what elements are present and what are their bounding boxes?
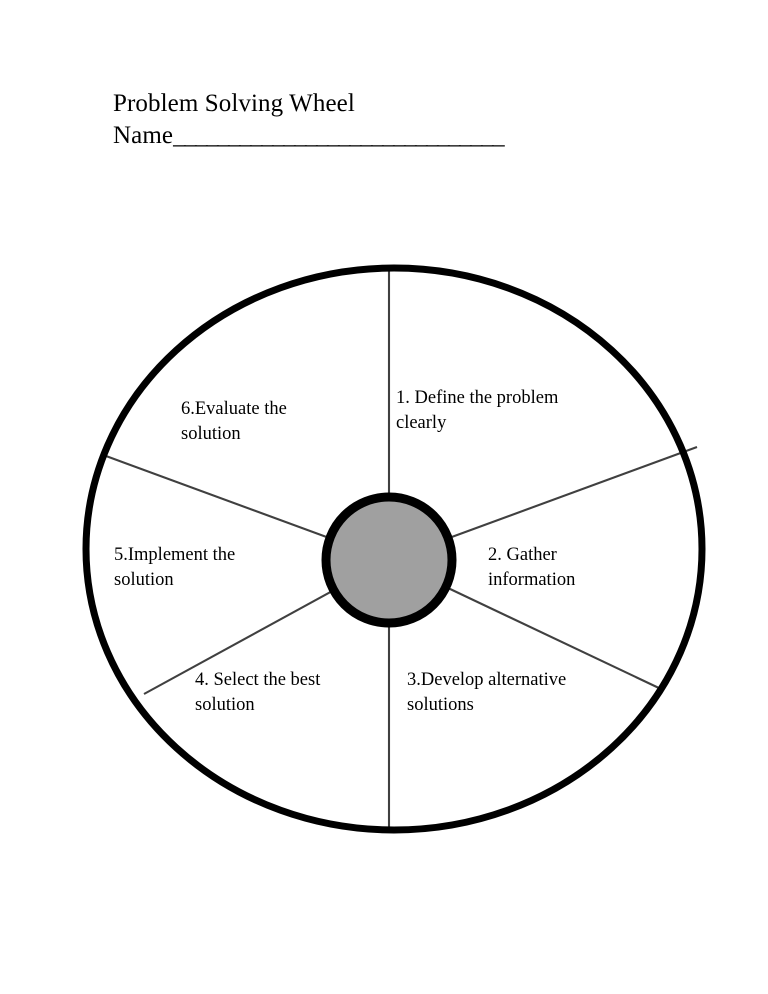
page-heading: Problem Solving Wheel Name______________… bbox=[113, 88, 673, 152]
name-field-line: Name______________________________ bbox=[113, 120, 673, 152]
name-field-label: Name bbox=[113, 122, 174, 149]
wheel-hub-fill bbox=[326, 497, 452, 623]
page-title: Problem Solving Wheel bbox=[113, 90, 355, 117]
wheel-segment-label-4: 4. Select the best solution bbox=[195, 670, 321, 715]
wheel-segment-label-6: 6.Evaluate the solution bbox=[181, 399, 287, 444]
wheel-segment-label-3: 3.Develop alternative solutions bbox=[407, 670, 567, 715]
name-field-rule[interactable]: ______________________________ bbox=[173, 122, 505, 149]
wheel-hub-ring bbox=[321, 492, 457, 628]
wheel-outer-rim bbox=[82, 264, 706, 834]
wheel-segment-label-5: 5.Implement the solution bbox=[114, 545, 236, 590]
wheel-segment-label-1: 1. Define the problem clearly bbox=[396, 388, 559, 433]
wheel-segment-label-2: 2. Gather information bbox=[488, 545, 576, 590]
